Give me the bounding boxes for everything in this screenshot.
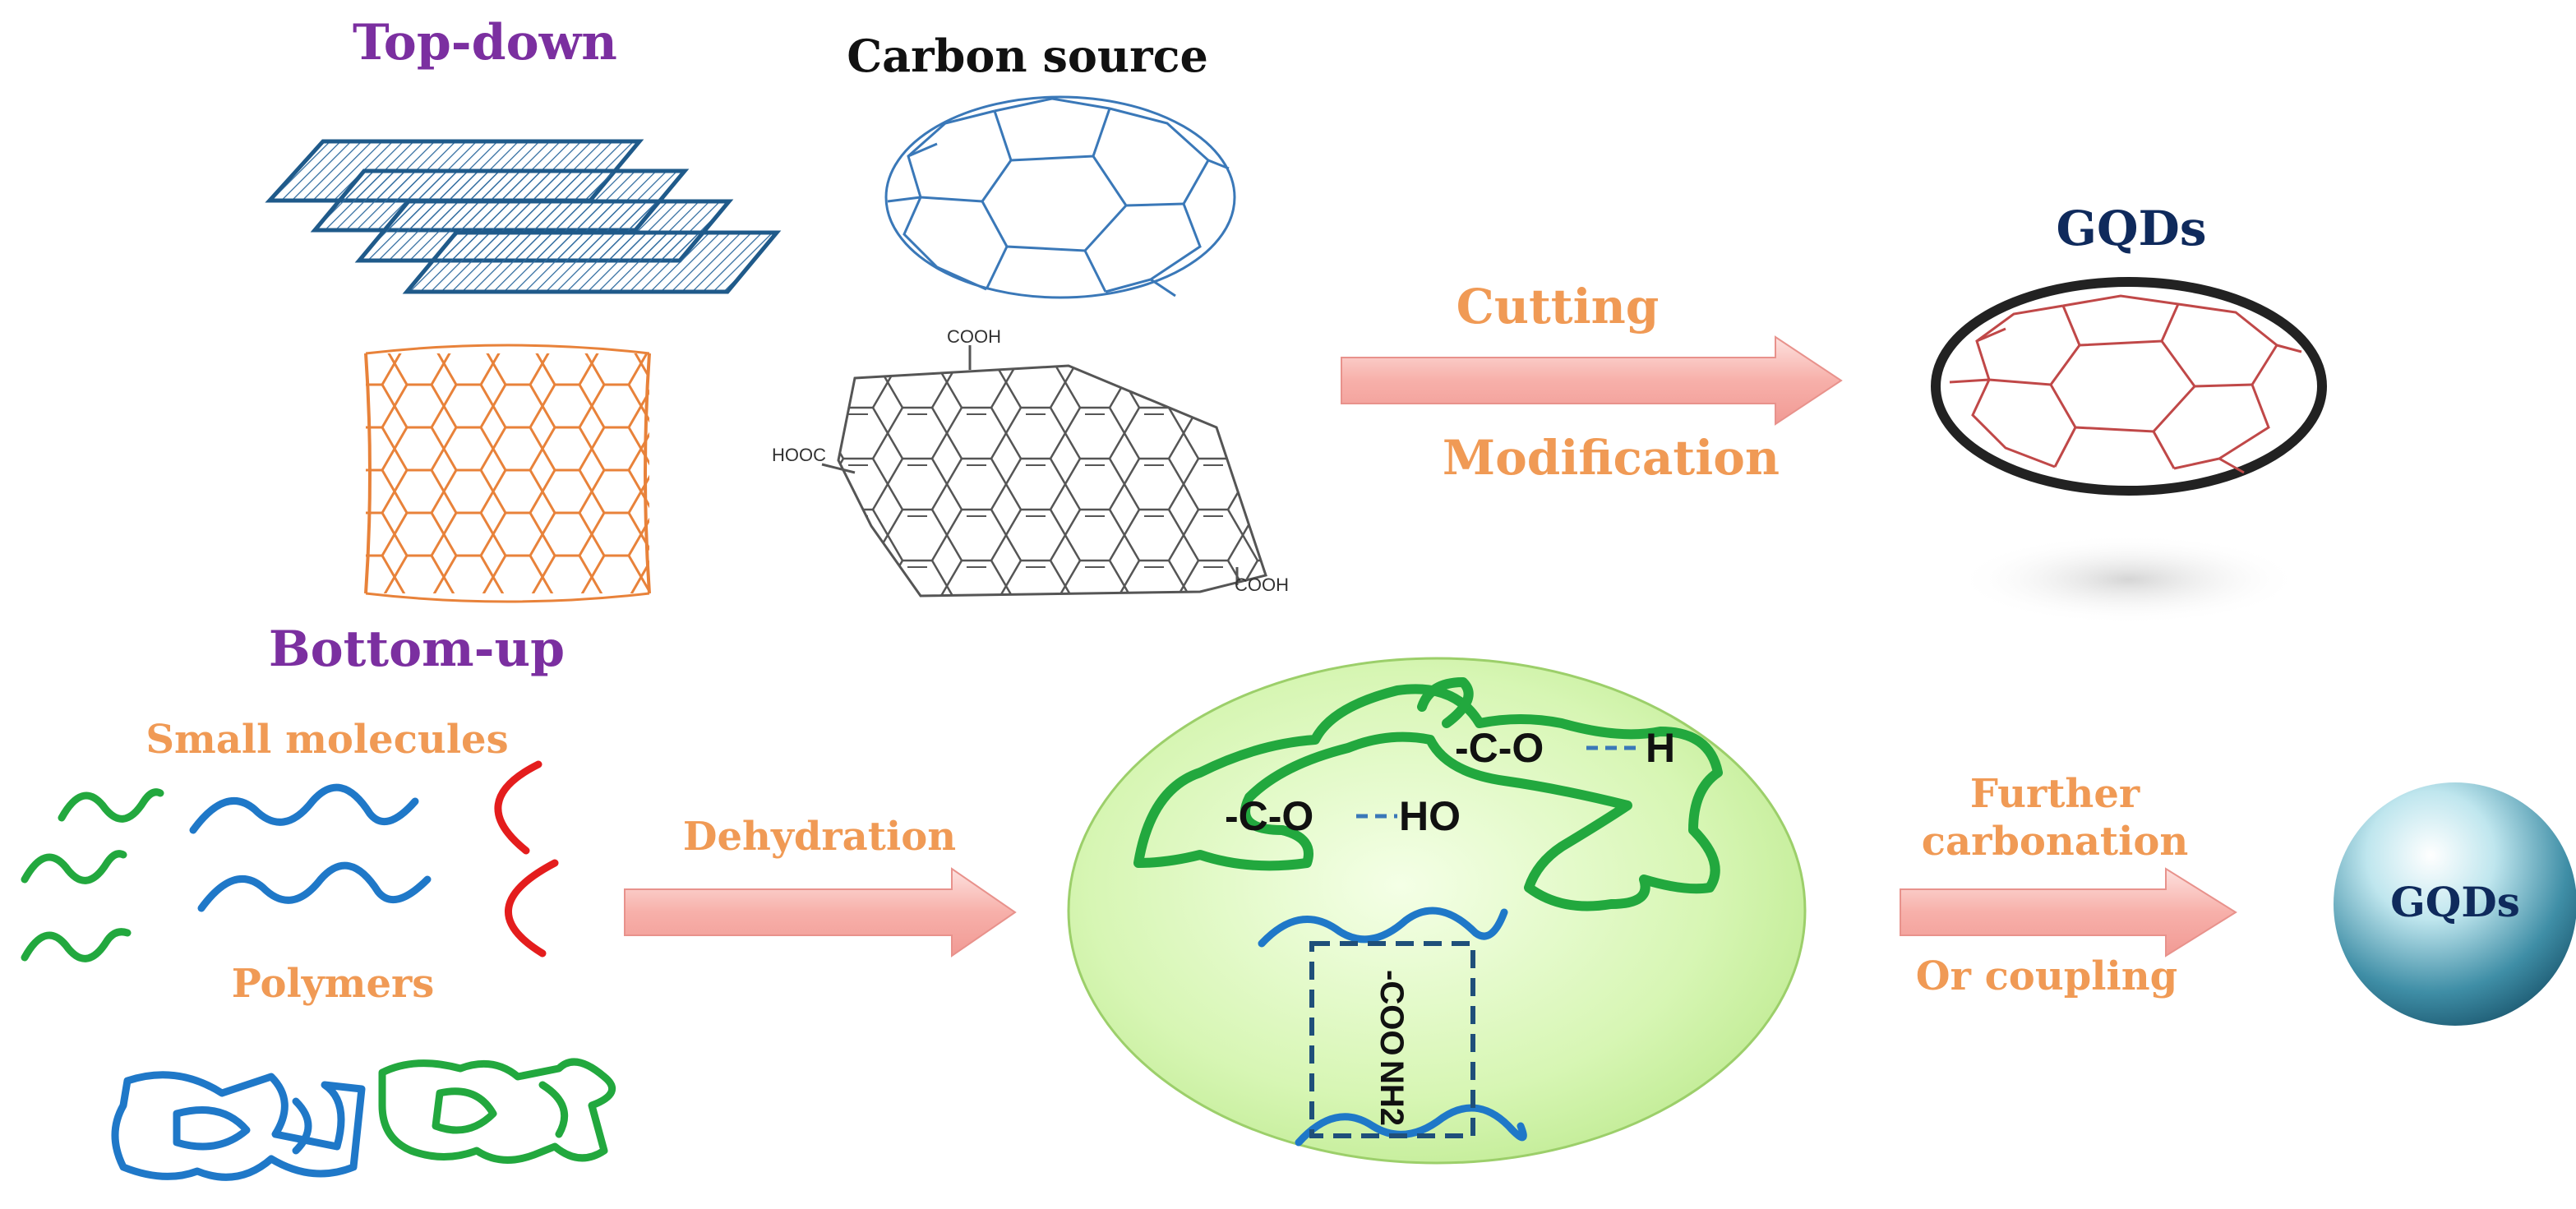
small-molecules-label: Small molecules (145, 717, 508, 763)
gqds-top-label: GQDs (2056, 201, 2206, 256)
gqd-sphere-icon (2334, 782, 2576, 1026)
hooc-left-label: HOOC (772, 445, 826, 465)
top-down-heading: Top-down (353, 14, 617, 72)
carbon-nanotube-icon (364, 344, 651, 603)
carbon-source-label: Carbon source (847, 30, 1208, 82)
cooh-top-label: COOH (947, 326, 1001, 347)
graphene-sheets-icon (265, 139, 782, 294)
small-molecules-icon (21, 760, 559, 962)
graphene-oxide-icon (821, 345, 1267, 598)
coo-label: -COO (1373, 970, 1410, 1055)
polymer-chains-icon (1133, 677, 1723, 911)
cutting-label: Cutting (1457, 279, 1660, 335)
or-coupling-label: Or coupling (1916, 953, 2177, 999)
dehydration-label: Dehydration (683, 814, 956, 860)
modification-label: Modification (1443, 430, 1780, 486)
bond-left-co-label: -C-O (1225, 793, 1313, 839)
bottom-up-heading: Bottom-up (269, 621, 565, 678)
polymers-icon (111, 1058, 616, 1181)
amide-linkage-icon (1258, 907, 1527, 1147)
nh2-label: NH2 (1373, 1060, 1410, 1126)
fullerene-icon (884, 95, 1236, 299)
cooh-bottom-label: COOH (1235, 575, 1289, 595)
gqd-fullerene-icon (1931, 277, 2327, 496)
carbonation-label: carbonation (1922, 819, 2189, 865)
dehydration-arrow (624, 867, 1017, 958)
cutting-arrow (1341, 335, 1843, 426)
bond-left-ho-label: HO (1399, 793, 1461, 839)
bond-right-co-label: -C-O (1455, 725, 1544, 771)
gqd-shadow (1956, 534, 2301, 625)
bond-right-h-label: H (1646, 725, 1675, 771)
further-label: Further (1970, 771, 2140, 817)
carbonation-arrow (1900, 867, 2237, 958)
gqds-bottom-label: GQDs (2390, 878, 2520, 926)
polymers-label: Polymers (232, 961, 435, 1007)
